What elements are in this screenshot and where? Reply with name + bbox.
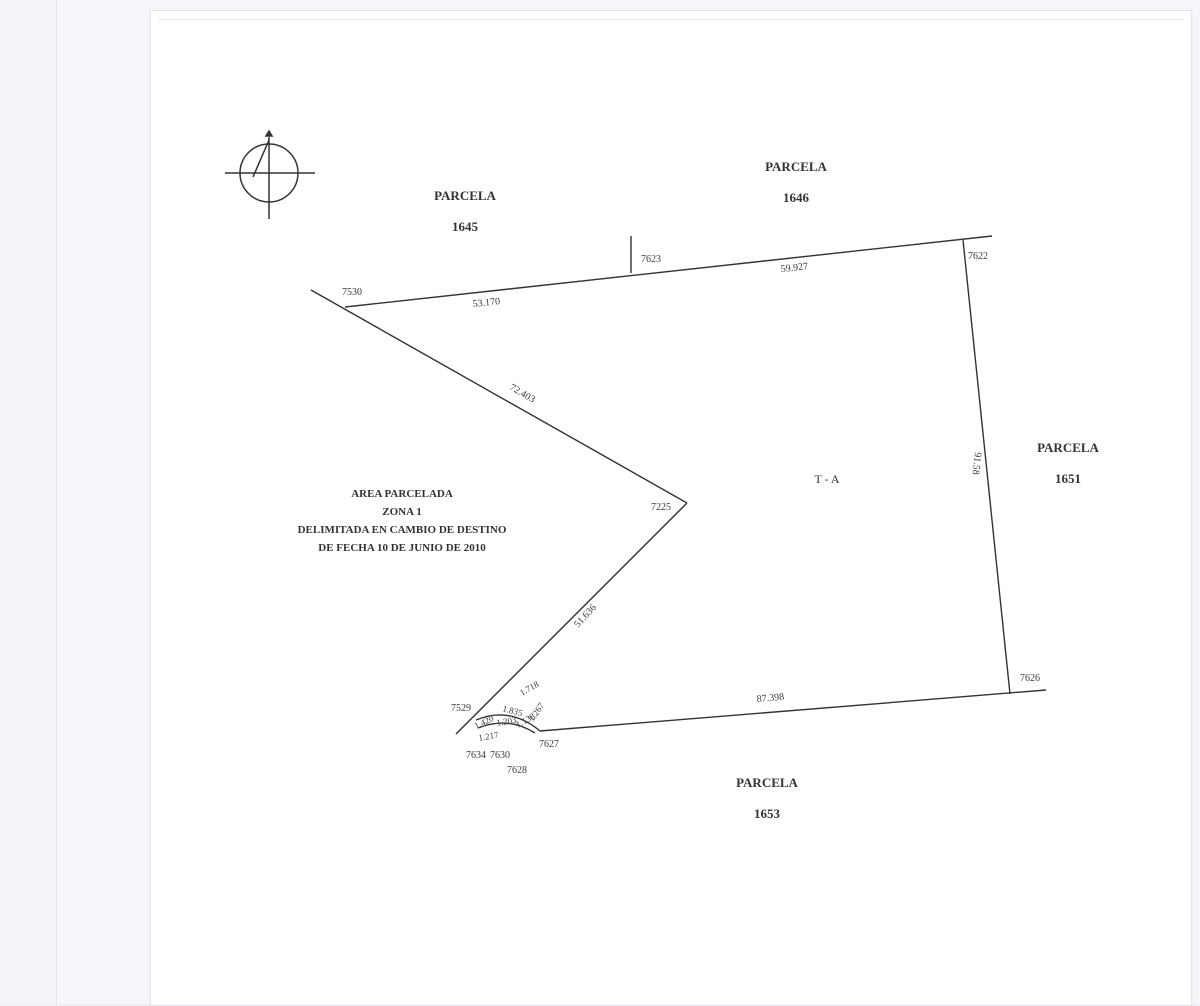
parcel-label-1646: PARCELA — [765, 159, 827, 174]
boundary-east — [962, 239, 1011, 695]
vertex-7622: 7622 — [968, 251, 988, 262]
lot-label: T - A — [814, 472, 839, 486]
parcel-label-1653: PARCELA — [736, 775, 798, 790]
area-note-line-1: AREA PARCELADA — [351, 488, 453, 500]
parcel-label-1651: PARCELA — [1037, 440, 1099, 455]
distance-87398: 87.398 — [756, 692, 784, 705]
distance-59927: 59.927 — [780, 261, 808, 275]
vertex-7225: 7225 — [651, 502, 671, 513]
boundary-north — [344, 235, 993, 308]
boundary-curve — [475, 714, 541, 732]
boundary-curve-inner — [477, 722, 536, 734]
vertex-7627: 7627 — [539, 739, 559, 750]
distance-53170: 53.170 — [472, 296, 500, 310]
vertex-7623: 7623 — [641, 254, 661, 265]
boundary-southwest — [455, 502, 688, 735]
page-inner-border — [158, 19, 1184, 1006]
north-arrow-icon — [225, 129, 315, 219]
left-panel-edge — [0, 0, 57, 1004]
parcel-number-1653: 1653 — [754, 806, 781, 821]
parcel-number-1651: 1651 — [1055, 471, 1081, 486]
vertex-7628: 7628 — [507, 765, 527, 776]
vertex-7634: 7634 — [466, 750, 486, 761]
distance-72403: 72.403 — [508, 382, 537, 405]
boundary-northwest — [310, 289, 688, 504]
distance-1203: 1.203 — [496, 715, 518, 728]
vertex-7626: 7626 — [1020, 673, 1040, 684]
parcel-number-1646: 1646 — [783, 190, 810, 205]
distance-9158: 91.58 — [970, 452, 983, 476]
vertex-7630: 7630 — [490, 750, 510, 761]
area-note-line-4: DE FECHA 10 DE JUNIO DE 2010 — [318, 542, 486, 554]
parcel-label-1645: PARCELA — [434, 188, 496, 203]
area-note-line-2: ZONA 1 — [382, 506, 421, 518]
boundary-lines — [310, 235, 1047, 735]
vertex-7529: 7529 — [451, 703, 471, 714]
distance-1217: 1.217 — [478, 730, 500, 743]
document-page — [150, 10, 1192, 1006]
boundary-south — [539, 689, 1047, 732]
vertex-7530: 7530 — [342, 287, 362, 298]
area-note-line-3: DELIMITADA EN CAMBIO DE DESTINO — [298, 524, 507, 536]
distance-51636: 51.636 — [572, 602, 599, 630]
parcel-number-1645: 1645 — [452, 219, 479, 234]
distance-1718: 1.718 — [518, 679, 541, 698]
